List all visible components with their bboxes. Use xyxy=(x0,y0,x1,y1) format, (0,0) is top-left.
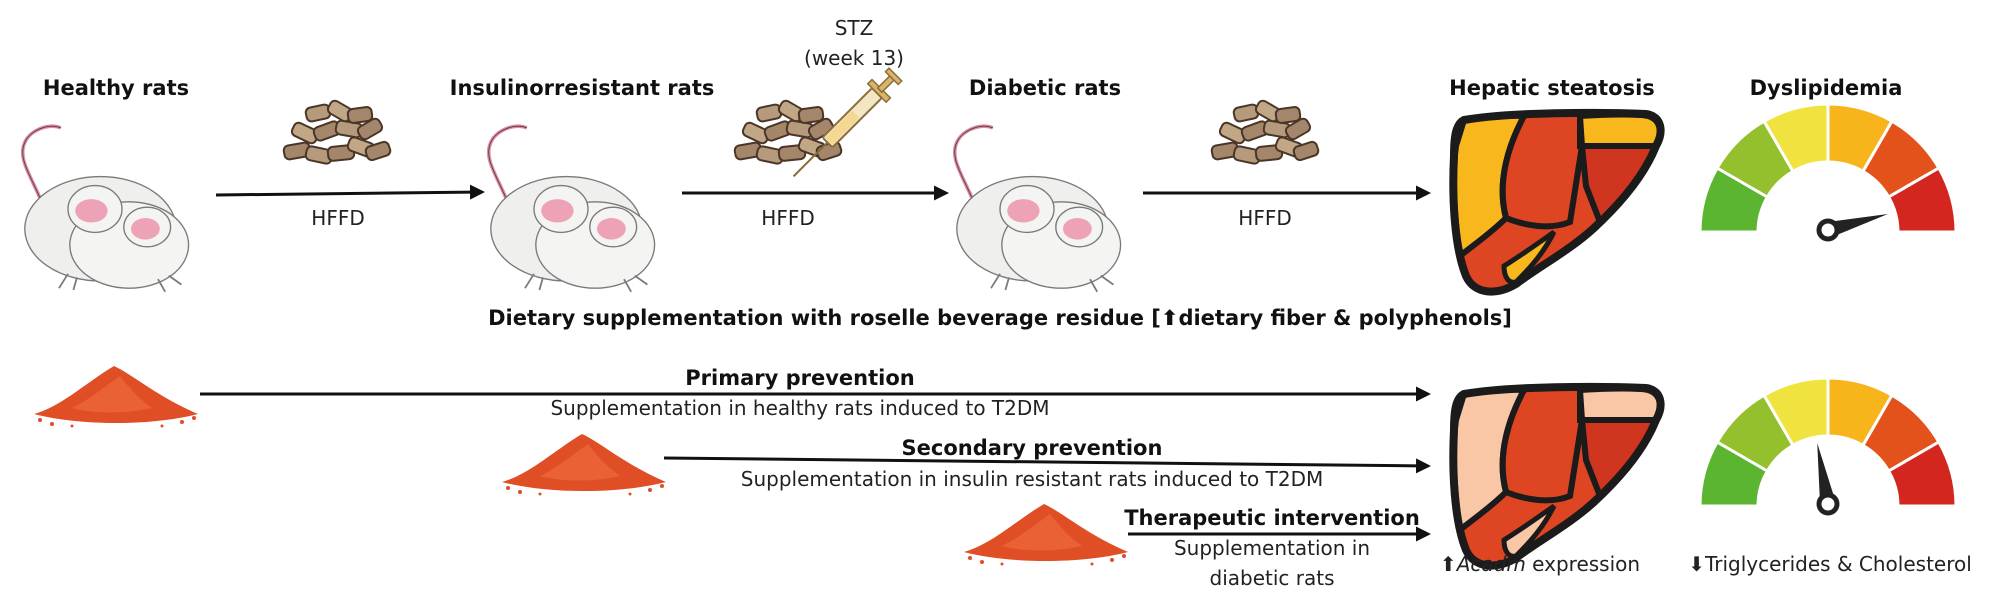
improved-liver-illustration xyxy=(1453,387,1660,566)
gauge-segment xyxy=(1886,439,1958,508)
pellets-icon-1 xyxy=(281,97,393,166)
diabetic-rats-label: Diabetic rats xyxy=(968,76,1122,100)
rat-insulin-resistant-illustration xyxy=(486,124,657,294)
primary-prevention-desc: Supplementation in healthy rats induced … xyxy=(550,396,1050,420)
secondary-prevention-title: Secondary prevention xyxy=(901,436,1163,460)
hffd-label-2: HFFD xyxy=(761,206,815,230)
therapeutic-intervention-title: Therapeutic intervention xyxy=(1124,506,1420,530)
pellets-icon-2 xyxy=(732,97,844,166)
stz-label: STZ xyxy=(834,16,874,40)
secondary-prevention-desc: Supplementation in insulin resistant rat… xyxy=(740,467,1324,491)
therapeutic-intervention-desc-1: Supplementation in xyxy=(1173,536,1371,560)
acadm-expression-suffix: expression xyxy=(1525,552,1641,576)
healthy-rats-label: Healthy rats xyxy=(42,76,190,100)
acadm-gene-name: Acadm xyxy=(1456,552,1526,576)
rat-diabetic-illustration xyxy=(952,124,1123,294)
steatotic-liver-illustration xyxy=(1453,113,1660,292)
dyslipidemia-label: Dyslipidemia xyxy=(1749,76,1903,100)
insulin-resistant-rats-label: Insulinorresistant rats xyxy=(449,76,715,100)
powder-icon-3 xyxy=(964,504,1128,566)
pellets-icon-3 xyxy=(1209,97,1321,166)
gauge-segment xyxy=(1886,165,1958,234)
lipids-decrease-label: ⬇Triglycerides & Cholesterol xyxy=(1688,552,1972,576)
powder-icon-1 xyxy=(34,366,198,428)
gauge-needle xyxy=(1817,442,1836,506)
dyslipidemia-gauge-normal xyxy=(1698,376,1958,516)
rat-healthy-illustration xyxy=(20,124,191,294)
gauge-hub xyxy=(1816,492,1840,516)
hffd-label-3: HFFD xyxy=(1238,206,1292,230)
gauge-hub xyxy=(1816,218,1840,242)
syringe-icon xyxy=(792,67,903,178)
therapeutic-intervention-desc-2: diabetic rats xyxy=(1209,566,1335,590)
primary-prevention-title: Primary prevention xyxy=(685,366,915,390)
arrow-secondary-prevention xyxy=(663,456,1431,474)
arrow-healthy-to-insulin xyxy=(215,184,485,200)
powder-icon-2 xyxy=(502,434,666,496)
up-arrow-icon: ⬆ xyxy=(1439,552,1457,576)
acadm-expression-label: ⬆Acadm expression xyxy=(1440,552,1640,576)
supplementation-header: Dietary supplementation with roselle bev… xyxy=(488,306,1512,330)
dyslipidemia-gauge-high xyxy=(1698,102,1958,242)
gauge-needle xyxy=(1825,213,1888,238)
hepatic-steatosis-label: Hepatic steatosis xyxy=(1449,76,1655,100)
stz-week-label: (week 13) xyxy=(804,46,904,70)
hffd-label-1: HFFD xyxy=(311,206,365,230)
